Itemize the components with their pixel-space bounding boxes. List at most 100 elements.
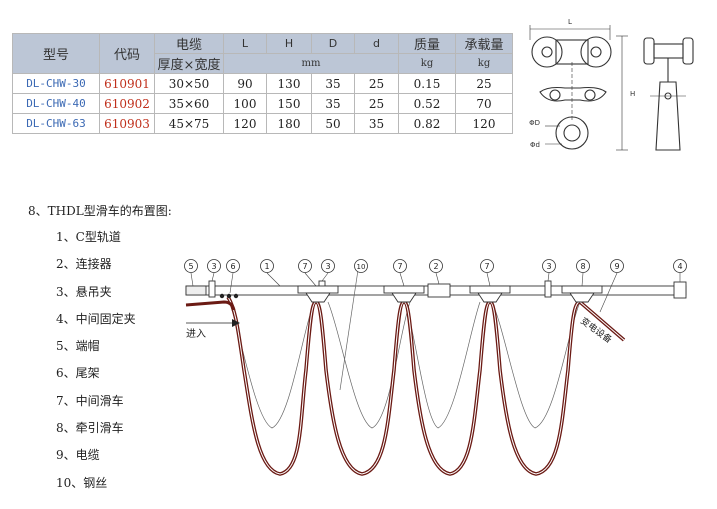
header-unit-kg-mass: kg [398,53,456,74]
cell-code: 610901 [99,73,155,94]
marker-label: 4 [677,262,682,271]
marker-circle [673,259,687,273]
marker-circle [321,259,335,273]
cell-L: 90 [223,73,267,94]
legend-item: 1、C型轨道 [56,230,121,244]
cell-H: 130 [266,73,312,94]
legend-item: 6、尾架 [56,366,100,381]
exit-label: 变电设备 [578,315,614,346]
cell-mass: 0.15 [398,73,456,94]
marker-label: 1 [264,262,269,271]
cell-load: 70 [455,93,513,114]
middle-trolley [469,285,511,303]
cell-load: 120 [455,113,513,134]
marker-circle [576,259,590,273]
component-legend: 1、C型轨道 2、连接器 3、悬吊夹 4、中间固定夹 5、端帽 6、尾架 7、中… [56,229,136,502]
incoming-cable [185,300,236,311]
header-load: 承载量 [455,33,513,54]
header-code: 代码 [99,33,155,74]
cell-D: 35 [311,73,355,94]
table-row: DL-CHW-40 610902 35×60 100 150 35 25 0.5… [12,93,513,114]
c-rail [185,285,687,296]
legend-item: 5、端帽 [56,339,100,354]
legend-item: 9、电缆 [56,448,100,463]
table-row: DL-CHW-63 610903 45×75 120 180 50 35 0.8… [12,113,513,134]
marker-label: 3 [325,262,330,271]
drawing-label-phi-d: Φd [530,141,540,149]
end-cap [185,285,207,296]
header-H: H [266,33,312,54]
marker-circle [354,259,368,273]
header-L: L [223,33,267,54]
header-cable-dims: 厚度×宽度 [154,53,224,74]
header-cable: 电缆 [154,33,224,54]
cell-code: 610902 [99,93,155,114]
drawing-label-L: L [568,18,572,26]
cell-model: DL-CHW-63 [12,113,100,134]
marker-label: 5 [188,262,193,271]
legend-item: 3、悬吊夹 [56,284,112,299]
tow-trolley [561,285,603,303]
header-d: d [354,33,399,54]
legend-item: 2、连接器 [56,257,112,272]
marker-label: 6 [230,262,235,271]
cell-load: 25 [455,73,513,94]
marker-label: 7 [397,262,402,271]
marker-circle [226,259,240,273]
spec-table: 型号 代码 电缆 L H D d 质量 承载量 厚度×宽度 mm kg kg D… [12,33,513,134]
marker-label: 9 [614,262,619,271]
cell-model: DL-CHW-40 [12,93,100,114]
drawing-label-phi-D: ΦD [529,119,540,127]
marker-circle [207,259,221,273]
cell-cable: 35×60 [154,93,224,114]
header-model: 型号 [12,33,100,74]
marker-label: 7 [302,262,307,271]
marker-circle [260,259,274,273]
table-row: DL-CHW-30 610901 30×50 90 130 35 25 0.15… [12,73,513,94]
middle-trolley [297,285,339,303]
hanging-clamp [318,280,326,298]
marker-label: 10 [357,263,366,271]
legend-item: 8、牵引滑车 [56,421,124,436]
cell-cable: 30×50 [154,73,224,94]
cable [226,296,626,476]
header-mass: 质量 [398,33,456,54]
middle-trolley [383,285,425,303]
marker-circle [610,259,624,273]
cell-L: 120 [223,113,267,134]
cell-D: 50 [311,113,355,134]
cell-cable: 45×75 [154,113,224,134]
entry-arrow-head-icon [232,319,240,327]
header-D: D [311,33,355,54]
marker-circle [429,259,443,273]
marker-circle [480,259,494,273]
header-unit-mm: mm [223,53,399,74]
marker-label: 3 [211,262,216,271]
marker-label: 7 [484,262,489,271]
cell-D: 35 [311,93,355,114]
cell-H: 150 [266,93,312,114]
marker-label: 8 [580,262,585,271]
drawing-label-H: H [630,90,635,98]
cell-mass: 0.82 [398,113,456,134]
cell-L: 100 [223,93,267,114]
entry-label: 进入 [186,328,206,340]
connector [427,283,451,298]
hanging-clamp [544,280,552,298]
cell-code: 610903 [99,113,155,134]
legend-item: 7、中间滑车 [56,393,124,408]
marker-circle [542,259,556,273]
cell-d: 35 [354,113,399,134]
marker-label: 2 [433,262,438,271]
marker-label: 3 [546,262,551,271]
legend-item: 4、中间固定夹 [56,311,136,326]
cell-d: 25 [354,93,399,114]
marker-circle [298,259,312,273]
header-unit-kg-load: kg [455,53,513,74]
cell-model: DL-CHW-30 [12,73,100,94]
marker-circle [184,259,198,273]
cell-mass: 0.52 [398,93,456,114]
section-title: 8、THDL型滑车的布置图: [28,204,172,218]
hanging-clamp [208,280,216,298]
legend-item: 10、钢丝 [56,475,108,490]
